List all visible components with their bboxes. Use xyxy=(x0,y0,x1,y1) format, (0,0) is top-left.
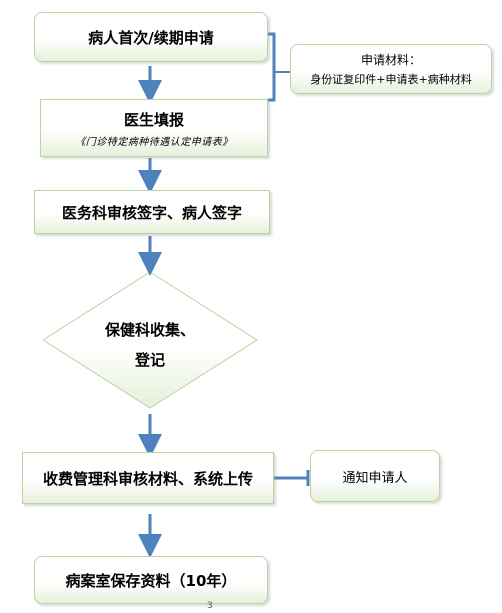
materials-bracket xyxy=(268,32,276,102)
step2-box: 医生填报 《门诊特定病种待遇认定申请表》 xyxy=(40,99,268,157)
notify-label: 通知申请人 xyxy=(342,470,408,486)
page-number: 3 xyxy=(207,601,213,611)
step1-label: 病人首次/续期申请 xyxy=(88,28,214,47)
step5-box: 收费管理科审核材料、系统上传 xyxy=(22,452,274,504)
step1-box: 病人首次/续期申请 xyxy=(34,12,268,62)
diamond-shape xyxy=(42,271,258,409)
step3-box: 医务科审核签字、病人签字 xyxy=(34,190,270,234)
step4-line2: 登记 xyxy=(134,351,165,369)
step4-label: 保健科收集、 登记 xyxy=(92,315,208,375)
materials-title: 申请材料： xyxy=(360,53,421,67)
step2-title: 医生填报 xyxy=(123,110,184,129)
notify-note: 通知申请人 xyxy=(310,450,440,502)
step5-label: 收费管理科审核材料、系统上传 xyxy=(42,469,253,488)
materials-note: 申请材料： 身份证复印件+申请表+病种材料 xyxy=(290,44,492,94)
step6-box: 病案室保存资料（10年） xyxy=(34,556,268,604)
step6-label: 病案室保存资料（10年） xyxy=(65,571,237,590)
step4-line1: 保健科收集、 xyxy=(104,321,195,339)
step2-subtitle: 《门诊特定病种待遇认定申请表》 xyxy=(75,136,233,148)
materials-body: 身份证复印件+申请表+病种材料 xyxy=(310,73,472,86)
step3-label: 医务科审核签字、病人签字 xyxy=(61,203,242,222)
